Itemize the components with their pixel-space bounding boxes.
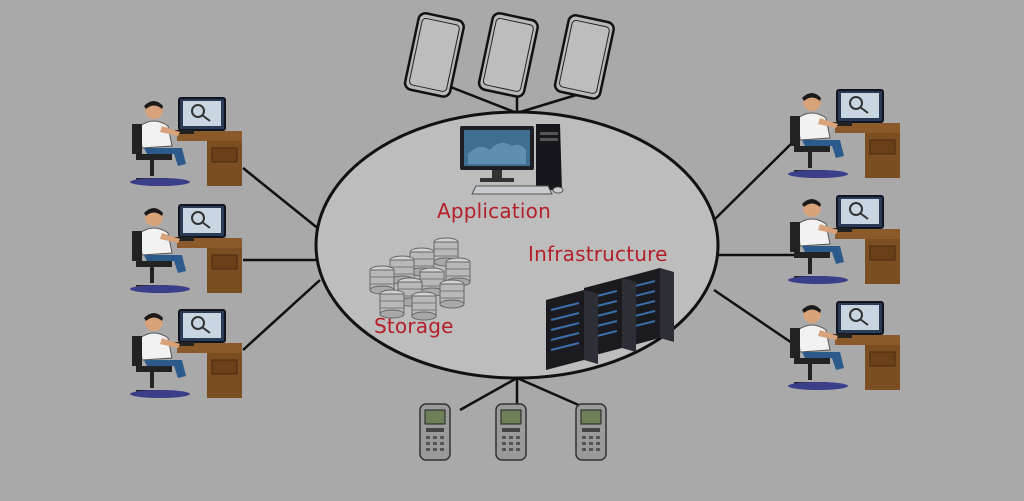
- person-at-computer-icon: [128, 308, 244, 400]
- person-at-computer-icon: [128, 203, 244, 295]
- desktop-computer-icon: [460, 124, 564, 195]
- person-at-computer-icon: [786, 300, 902, 392]
- smartphone-icon: [476, 10, 541, 100]
- storage-label: Storage: [374, 314, 454, 338]
- person-at-computer-icon: [128, 96, 244, 188]
- person-at-computer-icon: [786, 194, 902, 286]
- application-label: Application: [437, 199, 551, 223]
- smartphone-icon: [402, 10, 467, 100]
- infrastructure-label: Infrastructure: [528, 242, 668, 266]
- mobile-phone-icon: [495, 403, 527, 461]
- person-at-computer-icon: [786, 88, 902, 180]
- mobile-phone-icon: [419, 403, 451, 461]
- smartphone-icon: [552, 12, 617, 102]
- mobile-phone-icon: [575, 403, 607, 461]
